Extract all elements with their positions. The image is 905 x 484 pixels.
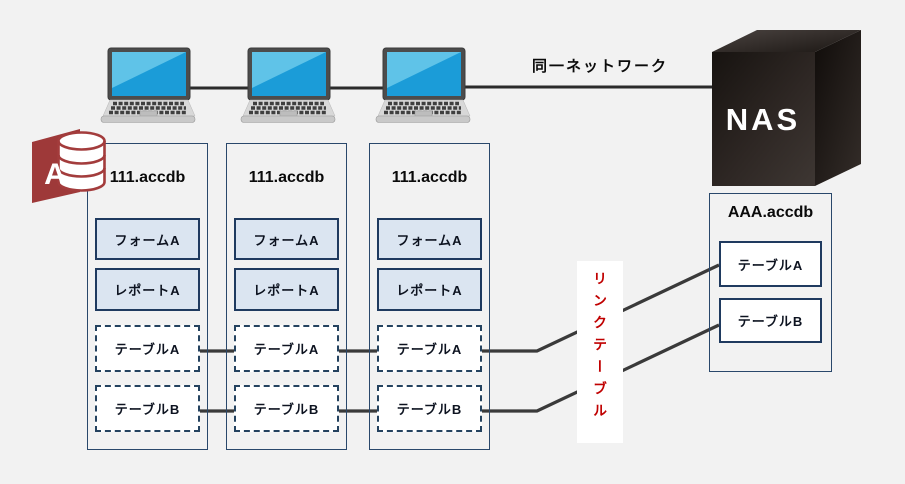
form-a-box: フォームA — [95, 218, 200, 260]
server-table-b-box: テーブルB — [719, 298, 822, 343]
server-table-a-box: テーブルA — [719, 241, 822, 287]
table-b-box: テーブルB — [234, 385, 339, 432]
table-b-box: テーブルB — [95, 385, 200, 432]
laptop-icon — [239, 46, 337, 125]
form-a-box: フォームA — [377, 218, 482, 260]
table-b-link-line-to-server — [482, 323, 720, 413]
client-db-panel-3: 111.accdb フォームA レポートA テーブルA テーブルB — [369, 143, 490, 450]
table-a-box: テーブルA — [234, 325, 339, 372]
server-db-title: AAA.accdb — [727, 204, 814, 221]
table-b-box: テーブルB — [377, 385, 482, 432]
db-title: 111.accdb — [248, 169, 325, 186]
server-db-panel: AAA.accdb テーブルA テーブルB — [709, 193, 832, 372]
table-a-box: テーブルA — [95, 325, 200, 372]
link-table-label: リンクテーブル — [577, 261, 623, 443]
laptop-icon — [374, 46, 472, 125]
db-title: 111.accdb — [109, 169, 186, 186]
form-a-box: フォームA — [234, 218, 339, 260]
client-db-panel-1: 111.accdb フォームA レポートA テーブルA テーブルB — [87, 143, 208, 450]
report-a-box: レポートA — [95, 268, 200, 311]
database-cylinder-icon — [57, 131, 106, 192]
report-a-box: レポートA — [234, 268, 339, 311]
access-icon: A — [32, 129, 106, 203]
client-db-panel-2: 111.accdb フォームA レポートA テーブルA テーブルB — [226, 143, 347, 450]
access-letter: A — [44, 158, 66, 191]
db-title: 111.accdb — [391, 169, 468, 186]
table-a-link-line-to-server — [482, 263, 720, 353]
network-label: 同一ネットワーク — [531, 58, 668, 75]
table-a-box: テーブルA — [377, 325, 482, 372]
nas-icon: NAS — [712, 30, 861, 186]
nas-label: NAS — [726, 102, 800, 137]
laptop-icon — [99, 46, 197, 125]
report-a-box: レポートA — [377, 268, 482, 311]
